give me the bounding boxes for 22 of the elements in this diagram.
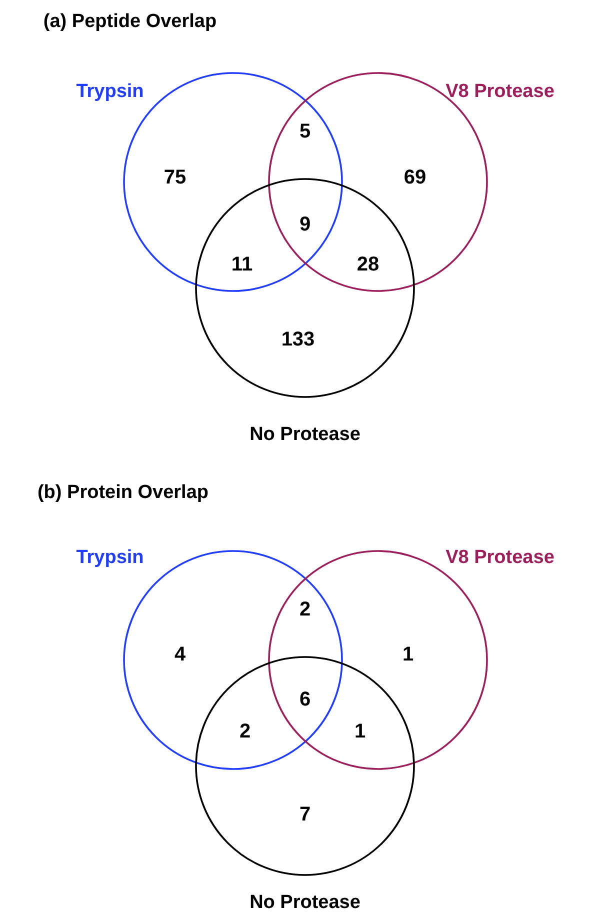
count-label: 5 xyxy=(299,120,311,144)
set-label: Trypsin xyxy=(76,81,144,103)
count-label: 4 xyxy=(174,644,186,666)
count-label: 6 xyxy=(299,688,311,712)
count-label: 9 xyxy=(299,214,311,236)
count-label: 69 xyxy=(404,166,426,190)
count-label: 2 xyxy=(299,598,311,622)
count-label: 75 xyxy=(164,166,186,190)
panel-title: (b) Protein Overlap xyxy=(37,482,209,504)
set-label: V8 Protease xyxy=(446,547,554,569)
count-label: 1 xyxy=(354,720,366,744)
set-label: V8 Protease xyxy=(446,81,554,103)
count-label: 11 xyxy=(231,254,253,276)
count-label: 28 xyxy=(356,254,380,276)
set-label: No Protease xyxy=(250,424,360,446)
panel-title: (a) Peptide Overlap xyxy=(43,11,217,33)
count-label: 1 xyxy=(402,644,414,666)
count-label: 133 xyxy=(281,328,315,352)
set-label: Trypsin xyxy=(76,547,144,569)
set-label: No Protease xyxy=(250,892,360,912)
count-label: 2 xyxy=(239,720,251,744)
count-label: 7 xyxy=(299,804,311,826)
